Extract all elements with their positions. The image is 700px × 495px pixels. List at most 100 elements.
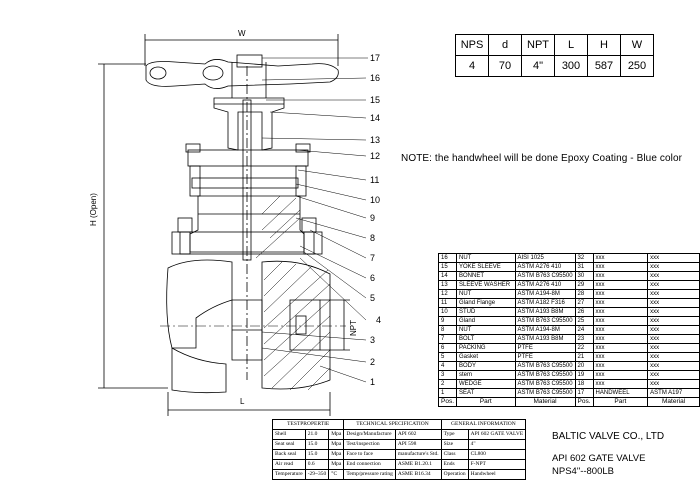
parts-cell: xxx	[592, 361, 649, 371]
parts-cell: ASTM A276 410	[514, 280, 576, 290]
dim-header: L	[554, 34, 588, 56]
parts-cell: ASTM B763 C95500	[514, 316, 576, 326]
callout-2: 2	[370, 357, 375, 367]
spec-cell: Mpa	[328, 459, 345, 470]
dim-header: W	[620, 34, 654, 56]
parts-cell: xxx	[647, 325, 700, 335]
parts-cell: ASTM A194-8M	[514, 289, 576, 299]
drawing-title: API 602 GATE VALVE	[552, 453, 646, 464]
spec-cell: Back seal	[272, 449, 306, 460]
spec-cell: Design/Manufacture	[343, 429, 396, 440]
parts-cell: PTFE	[514, 343, 576, 353]
parts-cell: WEDGE	[456, 379, 516, 389]
parts-cell: xxx	[592, 307, 649, 317]
spec-cell: F-NPT	[467, 459, 527, 470]
spec-cell: 21.0	[304, 429, 330, 440]
parts-cell: xxx	[647, 271, 700, 281]
parts-cell: xxx	[592, 280, 649, 290]
company-name: BALTIC VALVE CO., LTD	[552, 431, 665, 442]
parts-cell: 17	[574, 388, 594, 398]
callout-11: 11	[370, 175, 379, 185]
parts-cell: 20	[574, 361, 594, 371]
parts-cell: xxx	[647, 316, 700, 326]
parts-cell: 30	[574, 271, 594, 281]
spec-cell: Seat seal	[272, 439, 306, 450]
spec-cell: Operation	[440, 469, 469, 480]
parts-cell: BONNET	[456, 271, 516, 281]
parts-cell: xxx	[592, 289, 649, 299]
parts-cell: xxx	[592, 316, 649, 326]
parts-cell: 26	[574, 307, 594, 317]
parts-cell: 5	[437, 352, 458, 362]
h-label: H (Open)	[89, 193, 98, 226]
spec-cell: Size	[440, 439, 469, 450]
spec-cell: Class	[440, 449, 469, 460]
spec-cell: 4"	[467, 439, 527, 450]
spec-cell: Mpa	[328, 429, 345, 440]
parts-cell: xxx	[647, 253, 700, 263]
parts-cell: SEAT	[456, 388, 516, 398]
parts-cell: xxx	[647, 361, 700, 371]
dim-header: d	[488, 34, 522, 56]
callout-6: 6	[370, 273, 375, 283]
npt-label: NPT	[349, 320, 358, 336]
parts-cell: stem	[456, 370, 516, 380]
parts-header-cell: Pos.	[437, 397, 458, 407]
parts-cell: 23	[574, 334, 594, 344]
spec-cell: CL800	[467, 449, 527, 460]
parts-cell: ASTM A276 410	[514, 262, 576, 272]
spec-cell: Mpa	[328, 449, 345, 460]
parts-cell: 12	[437, 289, 458, 299]
spec-header-cell: TECHNICAL SPECIFICATION	[343, 419, 442, 430]
yoke	[213, 97, 285, 151]
parts-cell: ASTM A193 B8M	[514, 307, 576, 317]
parts-header-cell: Part	[456, 397, 516, 407]
spec-cell: API 602 GATE VALVE	[467, 429, 527, 440]
spec-cell: Temperature	[272, 469, 306, 480]
parts-cell: xxx	[647, 307, 700, 317]
spec-cell: °C	[328, 469, 345, 480]
parts-cell: 6	[437, 343, 458, 353]
parts-header-cell: Pos.	[574, 397, 594, 407]
parts-cell: xxx	[592, 352, 649, 362]
spec-cell: End connection	[343, 459, 396, 470]
gland-flange	[187, 149, 309, 167]
parts-cell: 16	[437, 253, 458, 263]
spec-cell: Test/inspection	[343, 439, 396, 450]
parts-cell: Gland	[456, 316, 516, 326]
spec-cell: 0.6	[304, 459, 330, 470]
parts-cell: xxx	[592, 298, 649, 308]
dimension-table-values: 4 70 4" 300 587 250	[455, 55, 654, 77]
parts-cell: xxx	[647, 298, 700, 308]
callout-12: 12	[370, 151, 380, 161]
spec-cell: 15.0	[304, 439, 330, 450]
parts-cell: 22	[574, 343, 594, 353]
spec-cell: API 602	[394, 429, 442, 440]
parts-cell: 10	[437, 307, 458, 317]
parts-cell: xxx	[647, 343, 700, 353]
w-label: W	[238, 29, 246, 38]
dim-value: 300	[554, 55, 588, 77]
parts-header-cell: Material	[647, 397, 700, 407]
parts-header-cell: Part	[592, 397, 649, 407]
parts-cell: xxx	[647, 379, 700, 389]
parts-cell: Gland Flange	[456, 298, 516, 308]
callout-10: 10	[370, 195, 380, 205]
dim-value: 587	[587, 55, 621, 77]
callout-5: 5	[370, 293, 375, 303]
parts-cell: BODY	[456, 361, 516, 371]
callout-15: 15	[370, 95, 380, 105]
parts-cell: xxx	[592, 343, 649, 353]
callout-7: 7	[370, 253, 375, 263]
callout-17: 17	[370, 53, 380, 63]
parts-cell: xxx	[647, 334, 700, 344]
parts-cell: YOKE SLEEVE	[456, 262, 516, 272]
callout-1: 1	[370, 377, 375, 387]
